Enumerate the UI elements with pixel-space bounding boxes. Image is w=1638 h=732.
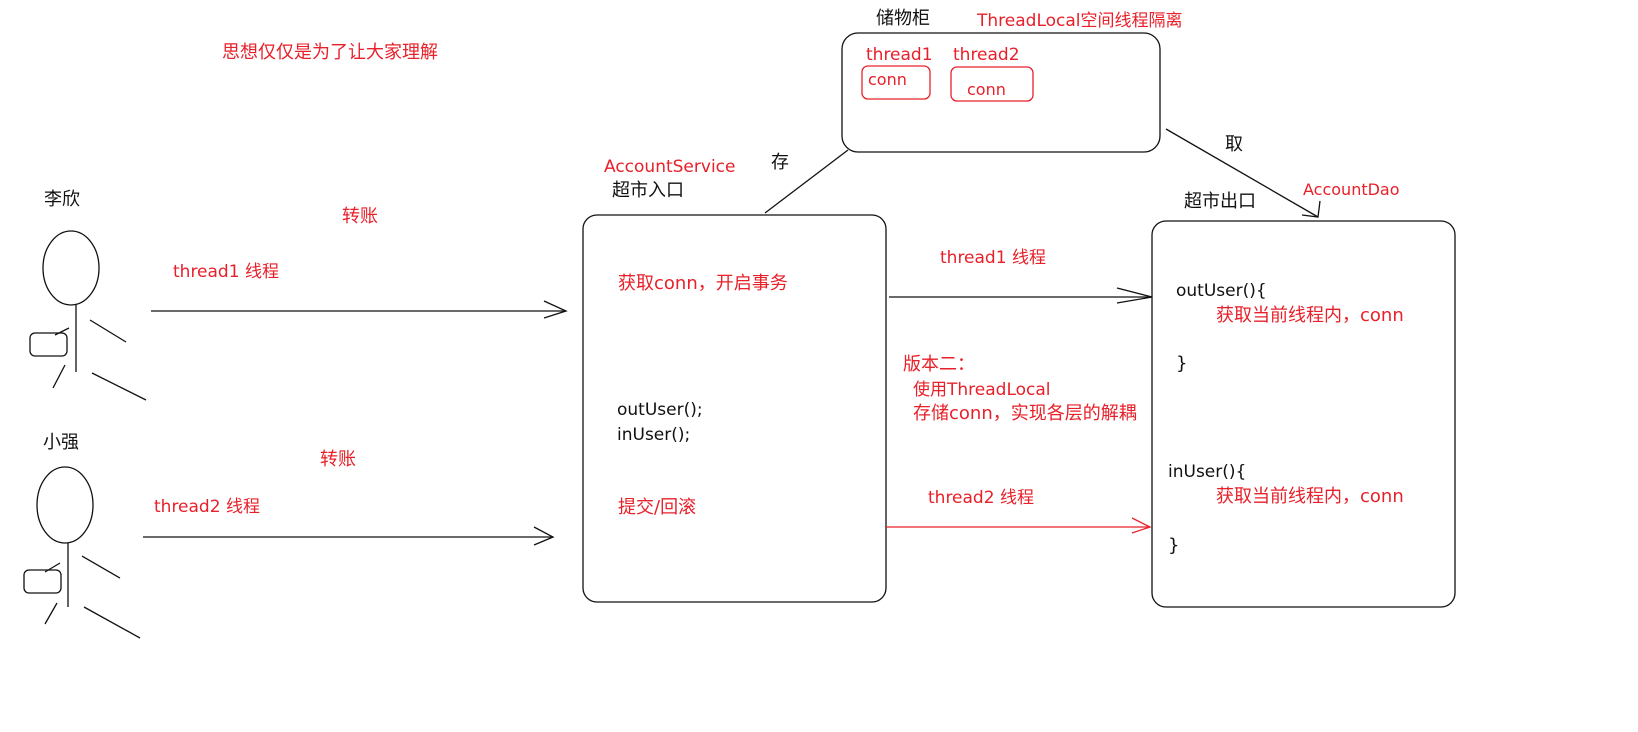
user1-figure: [29, 230, 147, 401]
version-line1: 使用ThreadLocal: [913, 380, 1051, 400]
put-line: [764, 149, 849, 214]
user2-figure: [23, 466, 141, 639]
slot1-conn-value: conn: [868, 70, 907, 89]
dao-method2-signature: inUser(){: [1168, 462, 1247, 482]
storage-title: 储物柜: [876, 8, 930, 29]
slot1-conn-box: [861, 65, 931, 100]
note-text: 思想仅仅是为了让大家理解: [222, 42, 438, 63]
user1-action: 转账: [342, 206, 378, 227]
slot2-thread-label: thread2: [953, 45, 1020, 65]
user1-arrowhead: [543, 300, 568, 319]
dao-method2-end: }: [1168, 535, 1180, 556]
service-call2: inUser();: [617, 425, 691, 445]
service-box: [582, 214, 887, 603]
dao-method1-body: 获取当前线程内，conn: [1216, 305, 1404, 326]
version-title: 版本二：: [903, 354, 975, 375]
storage-subtitle: ThreadLocal空间线程隔离: [977, 11, 1183, 31]
dao-box: [1151, 220, 1456, 608]
user1-thread: thread1 线程: [173, 262, 279, 282]
dao-method2-body: 获取当前线程内，conn: [1216, 486, 1404, 507]
thread2-arrowhead: [1131, 517, 1152, 534]
dao-caption: 超市出口: [1184, 191, 1256, 212]
user1-name: 李欣: [44, 189, 80, 210]
slot2-conn-value: conn: [967, 80, 1006, 99]
thread1-arrowhead: [1116, 287, 1153, 304]
slot2-conn-box: [950, 66, 1034, 102]
user2-arrowhead: [533, 526, 555, 546]
get-arrowhead: [1301, 200, 1321, 218]
slot1-thread-label: thread1: [866, 45, 933, 65]
service-step1: 获取conn，开启事务: [618, 273, 788, 294]
user2-name: 小强: [43, 432, 79, 453]
dao-class-name: AccountDao: [1303, 180, 1400, 199]
user2-action: 转账: [320, 449, 356, 470]
service-caption: 超市入口: [612, 180, 684, 201]
version-line2: 存储conn，实现各层的解耦: [913, 403, 1137, 424]
put-label: 存: [771, 152, 789, 173]
storage-cabinet-box: [841, 32, 1161, 153]
user2-thread: thread2 线程: [154, 497, 260, 517]
thread1-arrow-label: thread1 线程: [940, 248, 1046, 268]
service-class-name: AccountService: [604, 157, 736, 177]
get-line: [1165, 128, 1319, 218]
thread2-arrow-label: thread2 线程: [928, 488, 1034, 508]
dao-method1-end: }: [1176, 353, 1188, 374]
service-call1: outUser();: [617, 400, 703, 420]
service-step3: 提交/回滚: [618, 497, 697, 518]
dao-method1-signature: outUser(){: [1176, 281, 1267, 301]
get-label: 取: [1225, 134, 1243, 155]
